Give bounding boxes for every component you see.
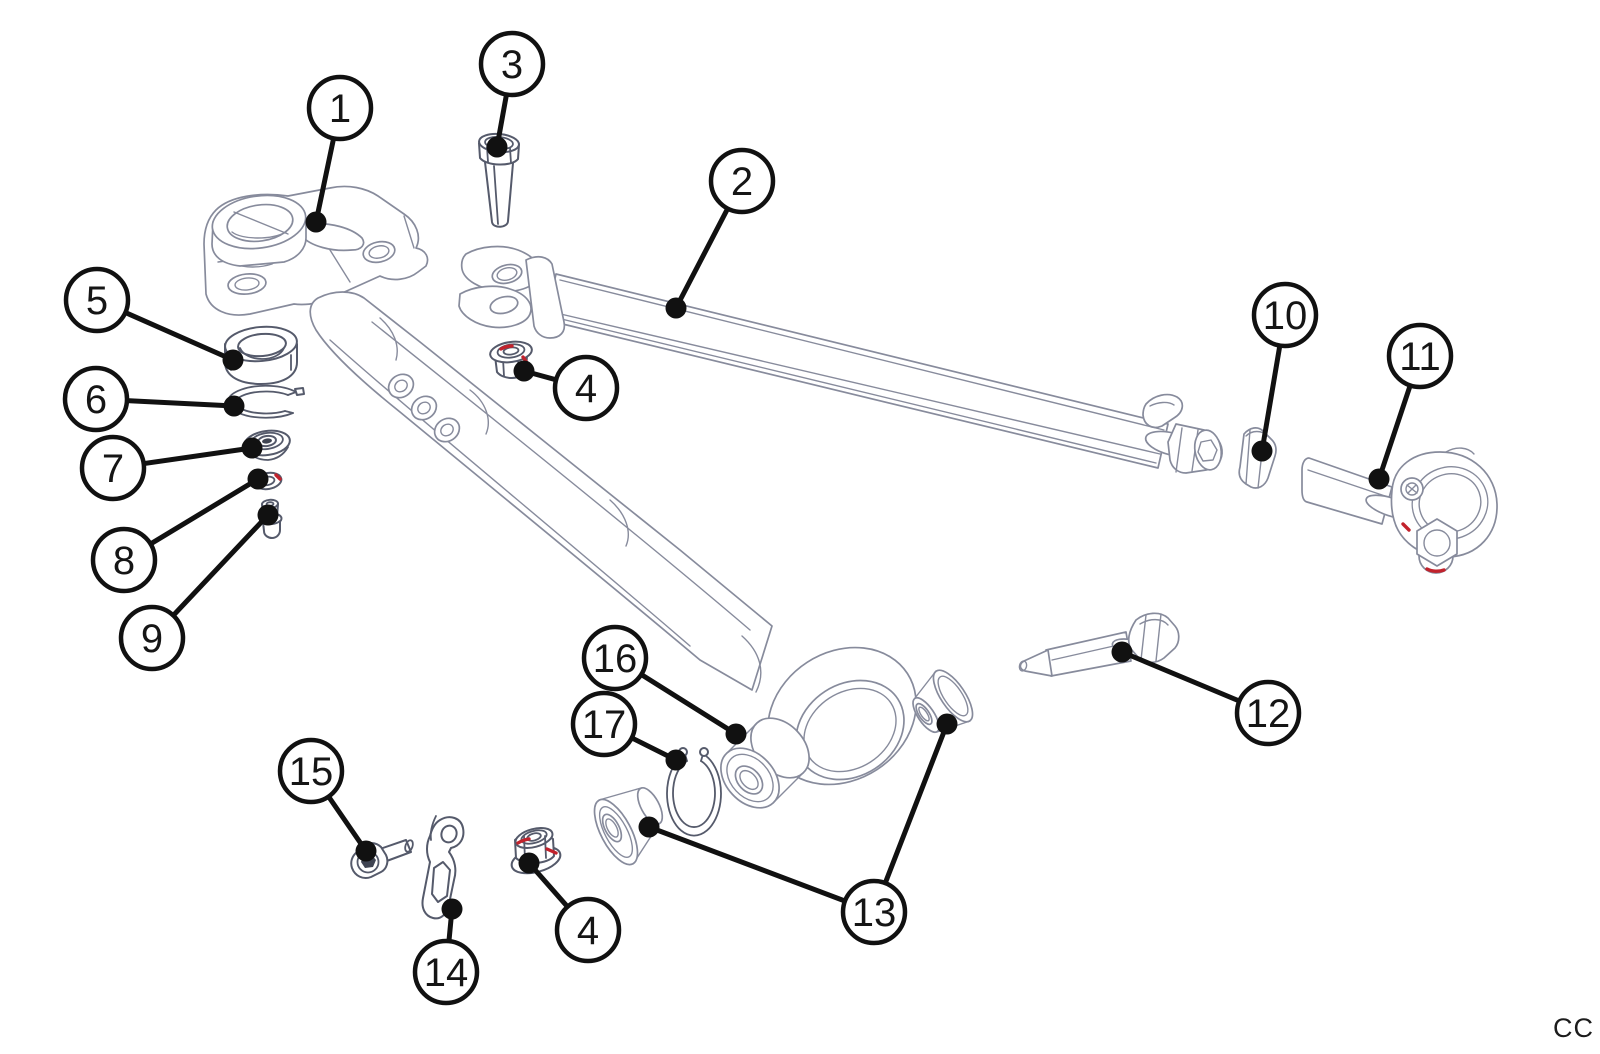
callout-number: 9: [141, 617, 163, 661]
callout-10[interactable]: 10: [1251, 281, 1319, 462]
callout-balloon[interactable]: [118, 604, 186, 672]
callout-balloon[interactable]: [63, 266, 131, 334]
callout-target-dot: [725, 723, 747, 745]
callout-balloon[interactable]: [306, 74, 374, 142]
callout-balloon[interactable]: [552, 354, 620, 422]
callout-target-dot: [936, 713, 958, 735]
callout-16[interactable]: 16: [581, 624, 747, 745]
callout-15[interactable]: 15: [277, 737, 377, 862]
callout-balloon[interactable]: [1386, 322, 1454, 390]
callout-balloon[interactable]: [79, 434, 147, 502]
callout-4[interactable]: 4: [518, 852, 622, 964]
callout-balloon[interactable]: [478, 30, 546, 98]
part-12-head: [1127, 612, 1180, 664]
callout-balloon[interactable]: [1251, 281, 1319, 349]
part-12-pivot-bolt: [1018, 612, 1180, 677]
callout-number: 4: [575, 367, 597, 411]
callout-balloon[interactable]: [90, 526, 158, 594]
callout-2[interactable]: 2: [665, 147, 776, 319]
callout-1[interactable]: 1: [305, 74, 374, 233]
callout-balloon[interactable]: [840, 878, 908, 946]
callout-target-dot: [247, 468, 269, 490]
callout-number: 13: [852, 891, 897, 935]
callout-13[interactable]: 13: [638, 713, 958, 946]
part-1-pivot-bosses: [387, 373, 461, 443]
callout-target-dot: [518, 852, 540, 874]
callout-3[interactable]: 3: [478, 30, 546, 158]
callout-target-dot: [513, 360, 535, 382]
callout-target-dot: [241, 437, 263, 459]
callout-number: 15: [289, 750, 334, 794]
part-5-bearing-cup: [224, 325, 298, 385]
callout-11[interactable]: 11: [1368, 322, 1454, 490]
callout-14[interactable]: 14: [412, 898, 480, 1006]
callout-balloon[interactable]: [277, 737, 345, 805]
callout-number: 11: [1399, 335, 1441, 379]
part-13-bushing-right: [912, 669, 974, 734]
part-2-link-tube: [458, 245, 1223, 474]
callout-balloon[interactable]: [581, 624, 649, 692]
part-2-clevis-band: [525, 255, 566, 339]
part-2-tube: [545, 273, 1169, 469]
callout-target-dot: [1111, 641, 1133, 663]
part-16-eye-bearing: [720, 717, 810, 809]
callout-number: 4: [577, 909, 599, 953]
callout-number: 2: [731, 160, 753, 204]
callout-number: 8: [113, 539, 135, 583]
callout-8[interactable]: 8: [90, 468, 269, 594]
callout-number: 17: [582, 703, 627, 747]
callout-number: 6: [85, 378, 107, 422]
callout-number: 16: [593, 637, 638, 681]
part-15-socket-bolt: [350, 839, 414, 879]
callout-target-dot: [441, 898, 463, 920]
callout-target-dot: [1251, 440, 1273, 462]
callout-12[interactable]: 12: [1111, 641, 1302, 747]
part-13-bushing-left: [593, 786, 664, 866]
callout-target-dot: [665, 297, 687, 319]
part-11-hex: [1416, 518, 1458, 567]
callout-leader-line: [871, 721, 950, 915]
callout-number: 12: [1246, 692, 1291, 736]
callout-9[interactable]: 9: [118, 504, 279, 672]
callout-number: 3: [501, 43, 523, 87]
callout-number: 14: [424, 951, 469, 995]
callout-4[interactable]: 4: [513, 354, 620, 422]
callout-balloon[interactable]: [570, 690, 638, 758]
callout-balloon[interactable]: [1234, 679, 1302, 747]
callout-6[interactable]: 6: [62, 365, 245, 433]
callout-number: 5: [86, 279, 108, 323]
callout-target-dot: [486, 136, 508, 158]
callout-target-dot: [1368, 468, 1390, 490]
callout-balloon[interactable]: [62, 365, 130, 433]
part-14-cam-lever: [421, 815, 465, 920]
callout-target-dot: [665, 749, 687, 771]
callout-balloon[interactable]: [554, 896, 622, 964]
callout-target-dot: [257, 504, 279, 526]
part-11-rod-end: [1301, 447, 1498, 574]
callout-target-dot: [355, 840, 377, 862]
callout-balloon[interactable]: [708, 147, 776, 215]
callout-balloon[interactable]: [412, 938, 480, 1006]
callout-target-dot: [305, 211, 327, 233]
callout-number: 10: [1263, 294, 1308, 338]
callout-5[interactable]: 5: [63, 266, 244, 371]
callout-17[interactable]: 17: [570, 690, 687, 771]
callout-target-dot: [222, 349, 244, 371]
part-1-arm-shaft: [309, 291, 773, 691]
callout-number: 1: [329, 87, 351, 131]
callout-leader-line: [646, 824, 877, 915]
callout-target-dot: [638, 816, 660, 838]
part-2-wrench-tab: [1142, 393, 1184, 429]
license-credit-text: CC: [1553, 1013, 1594, 1043]
callout-target-dot: [223, 395, 245, 417]
callout-7[interactable]: 7: [79, 434, 263, 502]
callout-number: 7: [102, 447, 124, 491]
